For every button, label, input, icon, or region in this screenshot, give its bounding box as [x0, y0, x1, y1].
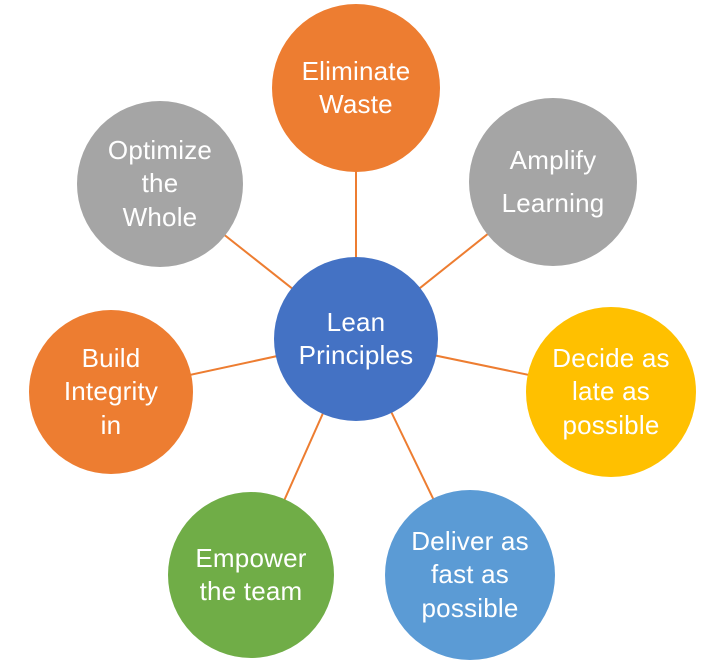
node-label-line: Waste: [319, 89, 393, 119]
node-label-line: the: [141, 168, 179, 199]
node-label-line: possible: [562, 409, 660, 440]
node-label-line: Eliminate: [301, 55, 411, 86]
node-label-line: the team: [199, 576, 303, 606]
node-label-line: Optimize: [107, 135, 213, 166]
node-label-line: in: [100, 409, 122, 440]
node-label-line: Build: [81, 343, 141, 374]
node-label-line: Integrity: [63, 376, 159, 407]
node-label-line: late as: [571, 376, 650, 407]
node-label-line: Decide as: [552, 343, 670, 374]
node-label-line: Principles: [298, 340, 414, 370]
node-label-line: Lean: [326, 306, 386, 337]
node-label-line: Deliver as: [411, 526, 529, 557]
node-label-line: Amplify: [509, 145, 597, 176]
node-label-line: Learning: [501, 188, 605, 218]
node-label-line: Empower: [195, 542, 307, 573]
node-label-line: possible: [421, 592, 519, 623]
node-label-line: fast as: [431, 559, 509, 590]
node-label-line: Whole: [122, 201, 198, 232]
